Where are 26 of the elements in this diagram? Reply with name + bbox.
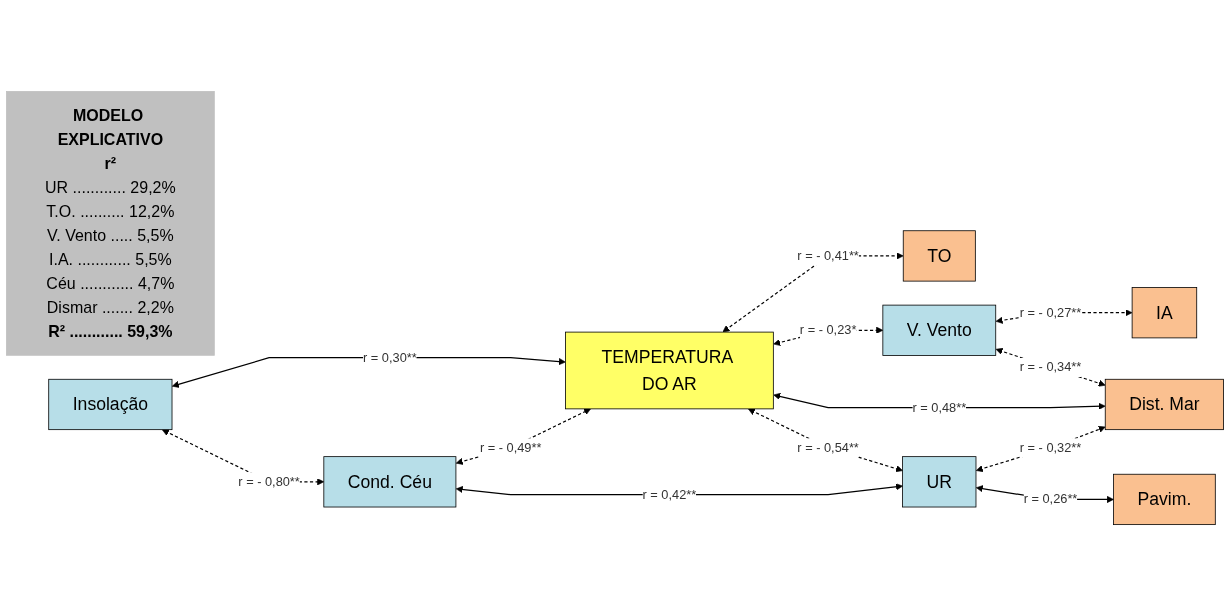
edge-label: r = - 0,23* <box>799 323 857 337</box>
edge-label: r = - 0,54** <box>797 440 859 455</box>
node-box: V. Vento <box>882 304 997 356</box>
edge-label: r = 0,42** <box>642 487 697 502</box>
edge-label: r = - 0,34** <box>1019 360 1082 374</box>
node-box: TO <box>902 230 976 282</box>
node-box: Cond. Céu <box>323 456 457 508</box>
arrow <box>975 425 1106 472</box>
edge-label: r = - 0,41** <box>797 248 859 263</box>
arrow <box>455 408 591 465</box>
arrow <box>748 408 903 473</box>
edge-label: r = 0,26** <box>1023 492 1078 506</box>
node-box: Insolação <box>48 378 173 431</box>
edge-label: r = 0,48** <box>912 400 967 415</box>
node-box: Dist. Mar <box>1104 378 1224 431</box>
node-box: UR <box>902 456 977 508</box>
node-box: Pavim. <box>1113 473 1216 525</box>
edge-label: r = - 0,49** <box>479 440 542 455</box>
arrow <box>995 347 1106 387</box>
node-box: MODELO EXPLICATIVO r² UR ............ 29,2% T.O. .......... 12,2% V. Vento ..... 5,5% I.A. ............ 5,5% Céu ............ 4,7% Dismar ....... 2,2% R² ............ 59,3% <box>6 90 215 356</box>
edge-label: r = - 0,27** <box>1019 305 1082 320</box>
node-box: TEMPERATURA DO AR <box>565 331 774 410</box>
edge-label: r = - 0,32** <box>1019 440 1082 455</box>
node-box: IA <box>1131 287 1198 339</box>
edge-label: r = 0,30** <box>363 350 417 365</box>
edge-label: r = - 0,80** <box>238 474 300 489</box>
